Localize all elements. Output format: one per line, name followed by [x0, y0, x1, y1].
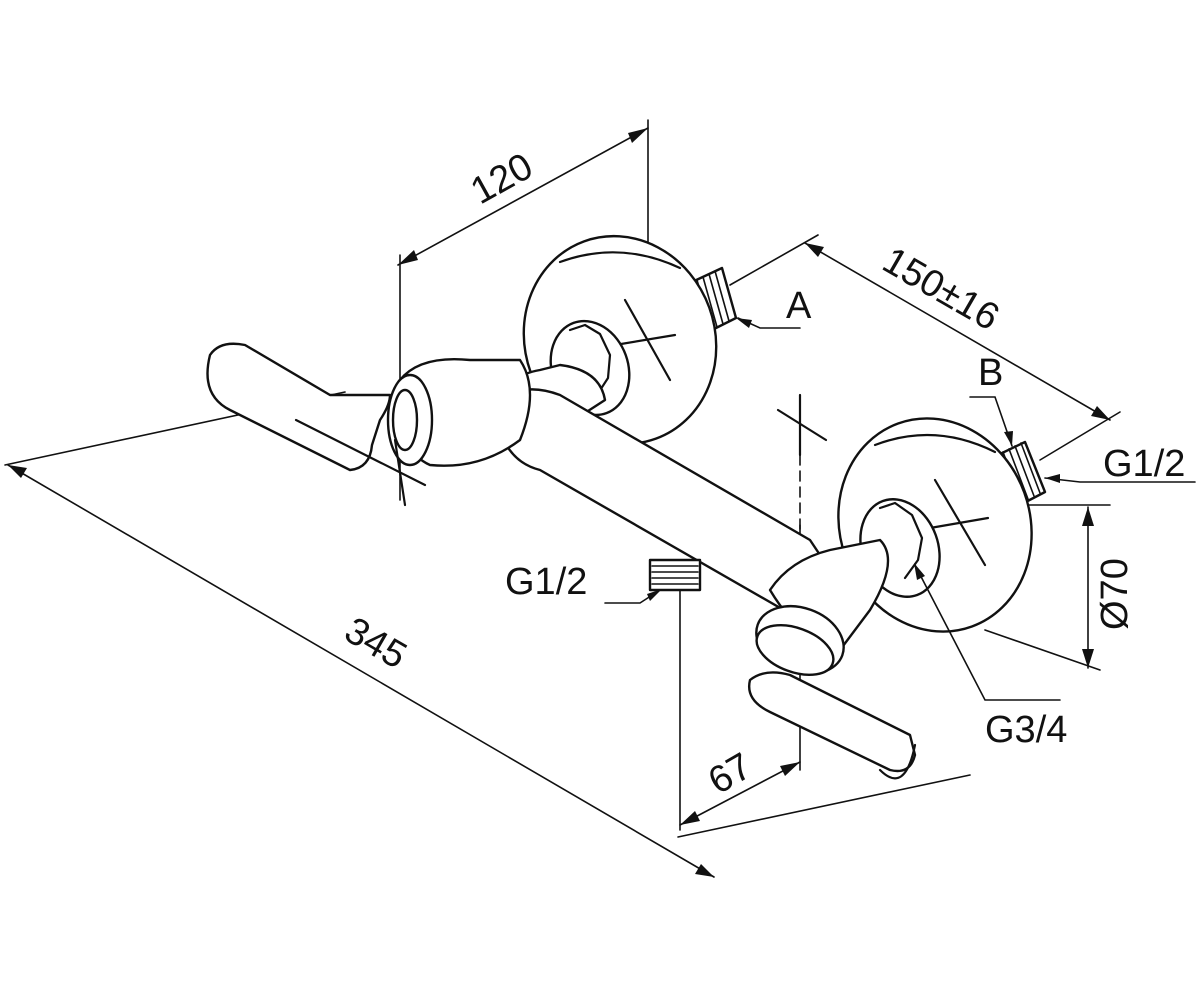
dimension-67-label: 67 [702, 745, 760, 803]
label-g12-right-text: G1/2 [1103, 443, 1185, 485]
dimension-345-label: 345 [338, 609, 414, 677]
left-handle [206, 342, 532, 507]
right-handle [748, 605, 917, 780]
label-g12-right: G1/2 [1044, 443, 1196, 485]
label-g12-bottom: G1/2 [505, 561, 662, 604]
dimension-150-label: 150±16 [876, 239, 1007, 339]
label-a: A [736, 285, 812, 329]
dimension-70: Ø70 [984, 504, 1136, 671]
label-g34: G3/4 [914, 563, 1067, 751]
dimension-70-label: Ø70 [1094, 558, 1136, 630]
label-g34-text: G3/4 [985, 709, 1067, 751]
dimension-120-label: 120 [464, 145, 540, 212]
mixer-body [493, 363, 890, 652]
right-flange [837, 417, 1047, 633]
center-mark [776, 393, 828, 531]
label-a-text: A [786, 285, 812, 327]
label-b: B [969, 352, 1013, 447]
label-g12-bottom-text: G1/2 [505, 561, 587, 603]
label-b-text: B [978, 352, 1003, 394]
